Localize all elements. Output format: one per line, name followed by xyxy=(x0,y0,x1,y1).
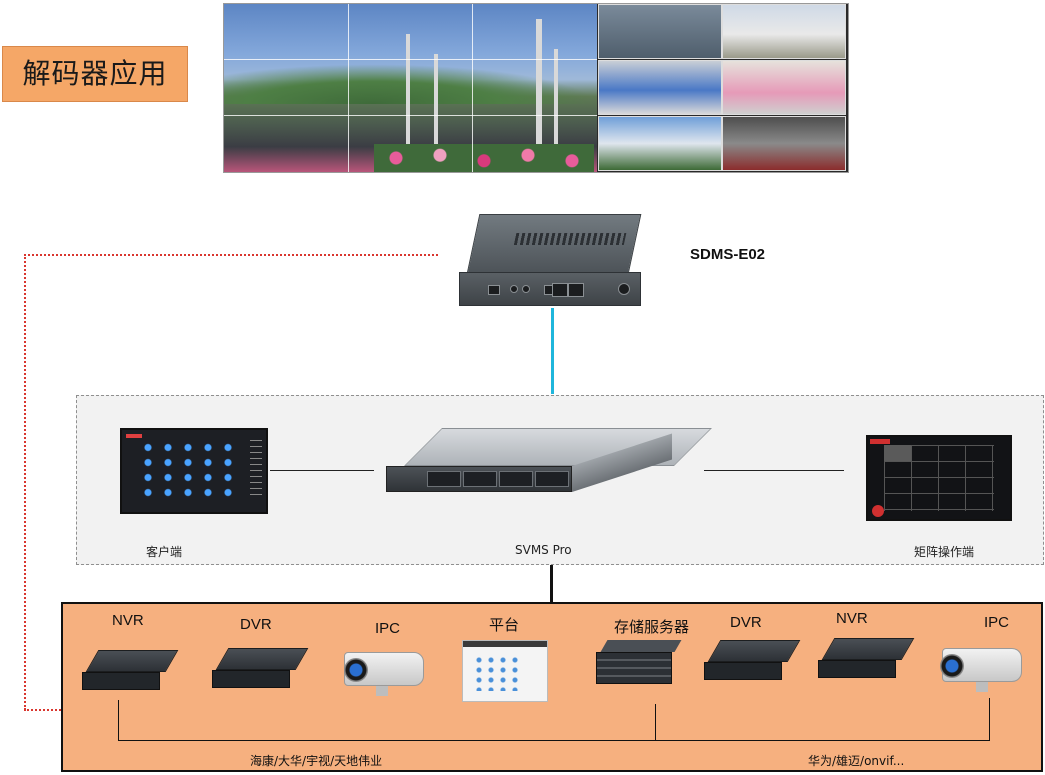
video-tile-workers xyxy=(722,60,846,115)
matrix-label: 矩阵操作端 xyxy=(914,545,975,559)
client-link xyxy=(270,470,374,471)
video-tile-factory xyxy=(598,4,722,59)
svms-server xyxy=(384,428,712,508)
decoder-model-label: SDMS-E02 xyxy=(690,246,766,263)
video-wall-image xyxy=(223,3,849,173)
video-wall-panorama xyxy=(224,4,597,172)
platform-screen xyxy=(462,640,548,702)
device-label-ipc: IPC xyxy=(984,614,1010,631)
device-label-dvr: DVR xyxy=(240,616,272,633)
ethernet-port xyxy=(568,283,584,297)
video-tile-tanks xyxy=(722,4,846,59)
decoder-link-dotted xyxy=(24,709,61,711)
video-tile-warehouse xyxy=(722,116,846,171)
drive-bay xyxy=(499,471,533,487)
ipc-camera-device xyxy=(334,646,426,698)
dvr-device xyxy=(212,648,309,692)
decoder-link-dotted xyxy=(24,254,26,710)
platform-app-icons xyxy=(473,655,523,691)
device-label-nvr: NVR xyxy=(112,612,144,629)
device-label-platform: 平台 xyxy=(489,617,520,634)
server-label: SVMS Pro xyxy=(515,543,572,557)
network-link xyxy=(551,308,554,394)
decoder-device xyxy=(459,214,642,306)
vendor-list-right: 华为/雄迈/onvif... xyxy=(808,754,905,768)
video-tile-cooling-towers xyxy=(598,116,722,171)
audio-port xyxy=(510,285,518,293)
audio-port xyxy=(522,285,530,293)
client-screen xyxy=(120,428,268,514)
device-label-storage: 存储服务器 xyxy=(614,619,690,636)
client-label: 客户端 xyxy=(146,545,183,559)
drive-bay xyxy=(535,471,569,487)
device-label-nvr: NVR xyxy=(836,610,868,627)
power-port xyxy=(618,283,630,295)
drive-bay xyxy=(463,471,497,487)
dvr-device xyxy=(704,640,801,684)
video-tile-machinery xyxy=(598,60,722,115)
drive-bay xyxy=(427,471,461,487)
nvr-device xyxy=(818,638,915,682)
page-title: 解码器应用 xyxy=(2,46,188,102)
hdmi-port xyxy=(488,285,500,295)
camera-lens-icon xyxy=(344,658,368,682)
device-area xyxy=(61,602,1043,772)
matrix-screen xyxy=(866,435,1012,521)
device-label-dvr: DVR xyxy=(730,614,762,631)
storage-server-device xyxy=(596,640,682,686)
decoder-link-dotted xyxy=(24,254,438,256)
device-label-ipc: IPC xyxy=(375,620,401,637)
svms-device-link xyxy=(550,565,553,603)
ipc-camera-device xyxy=(930,642,1024,696)
nvr-device xyxy=(82,650,179,694)
ethernet-port xyxy=(552,283,568,297)
device-bus-line xyxy=(118,740,990,741)
client-app-icons xyxy=(138,440,238,500)
vendor-list-left: 海康/大华/宇视/天地伟业 xyxy=(250,754,383,768)
camera-lens-icon xyxy=(940,654,964,678)
matrix-link xyxy=(704,470,844,471)
